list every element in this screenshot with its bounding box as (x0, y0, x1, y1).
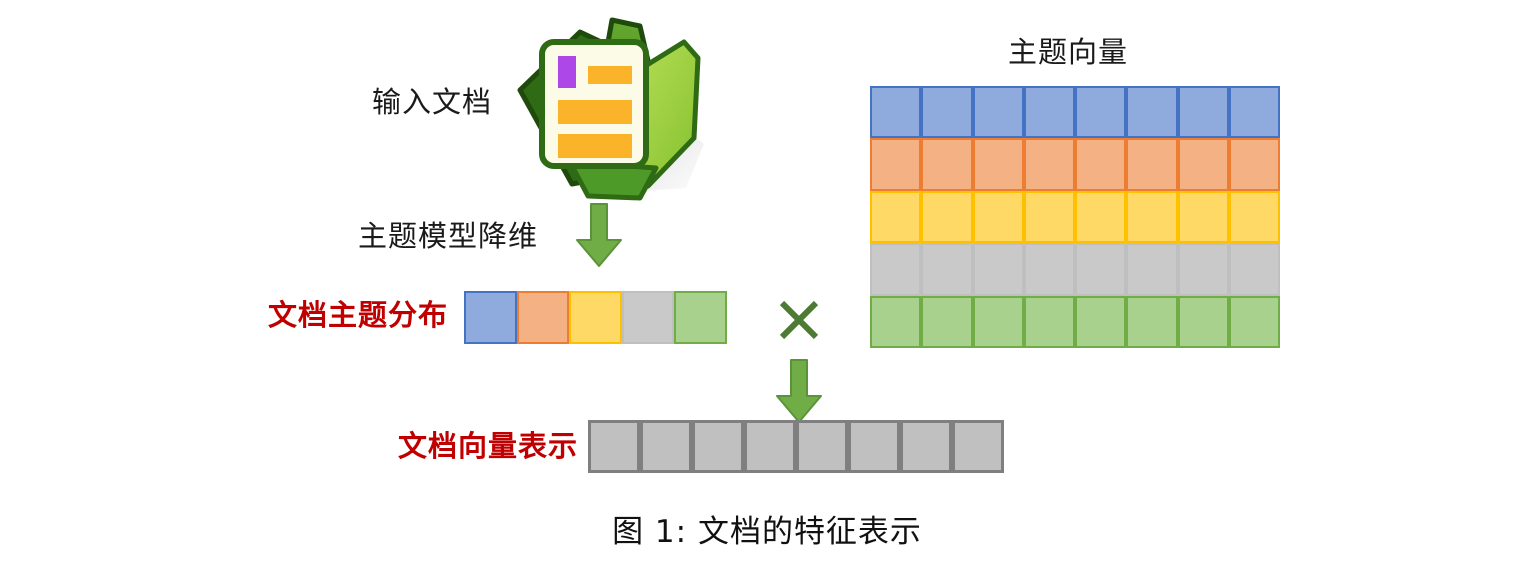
topic-vector-cell (921, 190, 973, 244)
doc-topic-distribution-cell (464, 291, 517, 344)
topic-vector-cell (870, 138, 922, 191)
topic-vector-matrix (870, 86, 1280, 348)
doc-vector-cell (640, 420, 692, 473)
topic-vector-cell (1177, 190, 1229, 244)
topic-vector-row (870, 295, 1280, 348)
topic-vector-cell (1075, 138, 1127, 191)
doc-vector-cell (588, 420, 640, 473)
topic-vector-cell (1177, 138, 1229, 191)
topic-vector-cell (1023, 243, 1075, 296)
doc-topic-distribution-cell (621, 291, 675, 344)
topic-vector-cell (921, 295, 973, 348)
arrow-down-icon (576, 202, 622, 268)
input-document-label: 输入文档 (372, 85, 493, 119)
topic-vector-cell (972, 86, 1024, 139)
topic-vector-cell (870, 295, 922, 348)
topic-vector-cell (1126, 295, 1178, 348)
doc-topic-distribution-vector (464, 291, 727, 344)
topic-vector-cell (1228, 138, 1280, 191)
topic-vector-cell (1126, 190, 1178, 244)
topic-vector-cell (1126, 138, 1178, 191)
input-document-folder-icon (508, 12, 730, 208)
topic-vector-cell (972, 295, 1024, 348)
topic-vector-cell (1177, 295, 1229, 348)
doc-vector-representation-row (588, 420, 1004, 473)
doc-topic-distribution-label: 文档主题分布 (268, 298, 449, 332)
doc-vector-representation-label: 文档向量表示 (398, 429, 579, 463)
topic-vector-cell (972, 138, 1024, 191)
topic-vector-cell (1177, 86, 1229, 139)
doc-vector-cell (796, 420, 848, 473)
topic-vector-cell (972, 190, 1024, 244)
doc-topic-distribution-cell (516, 291, 570, 344)
topic-vector-cell (1126, 243, 1178, 296)
doc-topic-distribution-cell (674, 291, 727, 344)
topic-vector-cell (1075, 295, 1127, 348)
figure-caption: 图 1: 文档的特征表示 (612, 514, 922, 550)
topic-vector-cell (972, 243, 1024, 296)
topic-vector-cell (870, 190, 922, 244)
topic-vector-cell (1126, 86, 1178, 139)
multiply-icon (775, 296, 823, 344)
topic-vector-cell (1228, 190, 1280, 244)
topic-vector-title: 主题向量 (1008, 35, 1129, 69)
doc-vector-cell (848, 420, 900, 473)
topic-vector-cell (1023, 138, 1075, 191)
topic-vector-cell (1228, 295, 1280, 348)
topic-vector-cell (1075, 190, 1127, 244)
doc-vector-cell (900, 420, 952, 473)
topic-vector-cell (921, 138, 973, 191)
topic-vector-cell (1075, 243, 1127, 296)
doc-vector-cell (952, 420, 1004, 473)
topic-vector-cell (921, 243, 973, 296)
arrow-down-icon-2 (776, 358, 822, 424)
topic-vector-cell (870, 243, 922, 296)
topic-vector-cell (870, 86, 922, 139)
topic-vector-row (870, 243, 1280, 296)
topic-vector-cell (1177, 243, 1229, 296)
topic-vector-row (870, 190, 1280, 244)
doc-vector-cell (692, 420, 744, 473)
topic-vector-cell (1023, 190, 1075, 244)
topic-vector-cell (1023, 86, 1075, 139)
doc-vector-cell (744, 420, 796, 473)
topic-vector-cell (1075, 86, 1127, 139)
topic-vector-row (870, 86, 1280, 139)
doc-topic-distribution-cell (569, 291, 622, 344)
topic-vector-cell (1228, 243, 1280, 296)
topic-model-reduction-label: 主题模型降维 (358, 219, 539, 253)
topic-vector-cell (1023, 295, 1075, 348)
topic-vector-cell (1228, 86, 1280, 139)
topic-vector-cell (921, 86, 973, 139)
topic-vector-row (870, 138, 1280, 191)
